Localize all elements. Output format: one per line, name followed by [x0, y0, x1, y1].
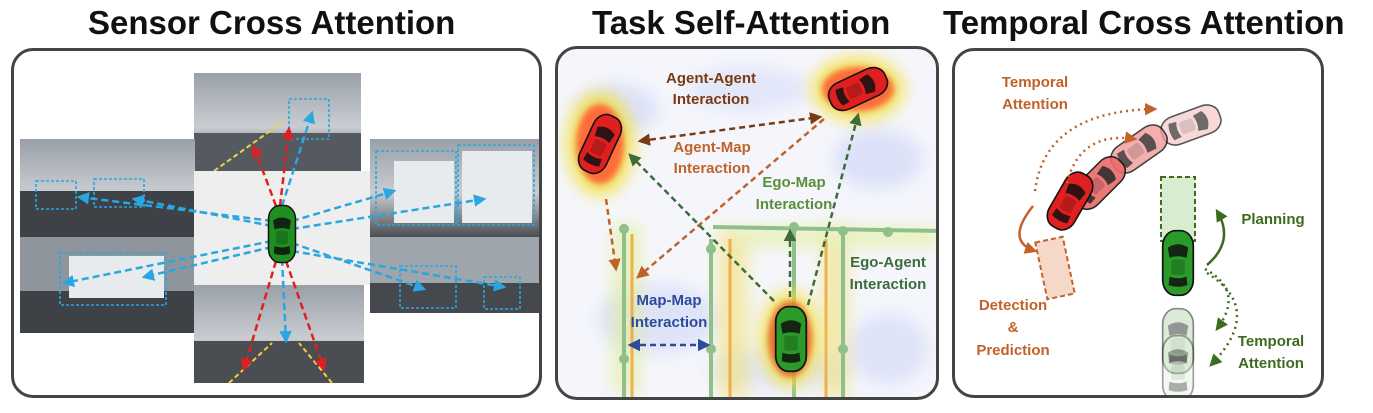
ego-agent-label-2: Interaction — [850, 276, 927, 293]
ego-agent-arrow-left — [628, 153, 775, 302]
map-map-label-2: Interaction — [631, 314, 708, 331]
ego-agent-label-1: Ego-Agent — [850, 254, 926, 271]
agent-map-arrow-down — [604, 198, 621, 272]
temporal-panel-title: Temporal Cross Attention — [943, 4, 1345, 41]
sensor-attention-arrows-blue — [61, 110, 507, 344]
planning-arrow — [1206, 208, 1228, 266]
temporal-cross-attention-panel: Temporal Attention Planning Detection & … — [952, 48, 1324, 398]
detection-arrow — [1018, 205, 1038, 254]
detection-label-1: Detection — [979, 297, 1047, 314]
sensor-attention-arrows-red — [240, 126, 327, 372]
task-diagram: Agent-Agent Interaction Agent-Map Intera… — [566, 57, 936, 397]
ego-map-label-2: Interaction — [756, 196, 833, 213]
camera-back-right — [370, 237, 539, 313]
camera-front — [194, 73, 361, 172]
task-panel-title: Task Self-Attention — [592, 4, 891, 41]
agent-map-label-2: Interaction — [674, 160, 751, 177]
ego-car-task-icon — [774, 305, 808, 373]
map-map-label-1: Map-Map — [637, 292, 702, 309]
temporal-top-label-1: Temporal — [1002, 74, 1068, 91]
camera-back — [194, 285, 364, 384]
ego-agent-arrow-right — [806, 112, 862, 306]
temporal-bottom-label-1: Temporal — [1238, 333, 1304, 350]
agent-map-label-1: Agent-Map — [673, 139, 751, 156]
temporal-attention-arrow-bottom-2 — [1206, 271, 1239, 367]
agent-agent-arrow — [637, 112, 823, 146]
camera-back-left — [20, 237, 195, 333]
temporal-top-label-2: Attention — [1002, 96, 1068, 113]
agent-map-arrow-diag — [636, 118, 825, 279]
planning-label: Planning — [1241, 211, 1304, 228]
task-self-attention-panel: Agent-Agent Interaction Agent-Map Intera… — [555, 46, 939, 400]
temporal-attention-arrow-top-1 — [1033, 102, 1158, 192]
temporal-attention-arrow-bottom-1 — [1204, 267, 1230, 332]
sensor-cross-attention-panel — [11, 48, 542, 398]
temporal-bottom-label-2: Attention — [1238, 355, 1304, 372]
sensor-diagram — [20, 73, 539, 384]
temporal-diagram: Temporal Attention Planning Detection & … — [976, 74, 1305, 395]
sensor-panel-title: Sensor Cross Attention — [88, 4, 456, 41]
detection-label-3: Prediction — [976, 342, 1049, 359]
camera-front-right — [370, 139, 539, 237]
past-ego-car-2-icon — [1161, 334, 1195, 395]
ego-car-temporal-icon — [1161, 229, 1195, 297]
past-detection-box — [1034, 235, 1076, 301]
detection-label-2: & — [1008, 319, 1019, 336]
agent-agent-label-1: Agent-Agent — [666, 70, 756, 87]
ego-map-label-1: Ego-Map — [762, 174, 825, 191]
ego-car-icon — [267, 204, 297, 264]
camera-front-left — [20, 139, 195, 237]
agent-agent-label-2: Interaction — [673, 91, 750, 108]
